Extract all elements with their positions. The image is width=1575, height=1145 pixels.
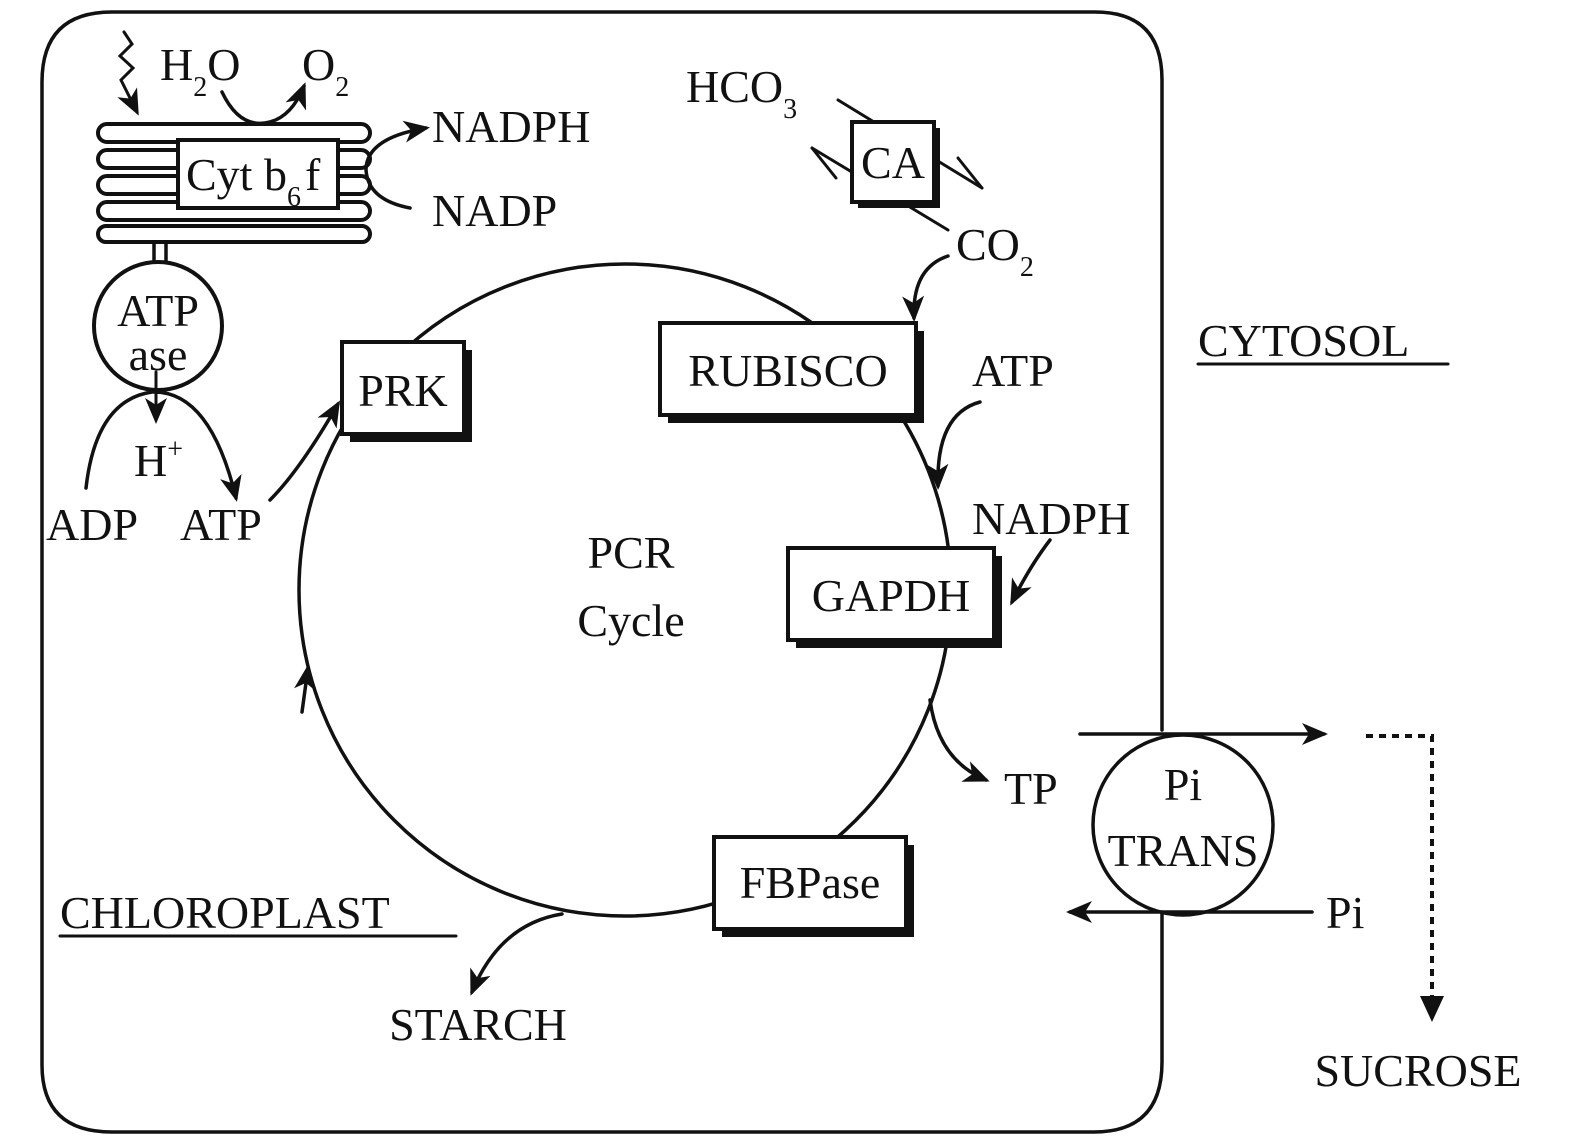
ca-arrowhead-left [810, 146, 838, 180]
cyt-b6f-label: Cyt b6f [186, 149, 321, 213]
oxygen-label: O2 [302, 39, 349, 103]
cyt-b6f-box [176, 138, 340, 210]
fbpase-label: FBPase [740, 857, 881, 908]
pi-label: Pi [1326, 887, 1364, 938]
light-arrow [117, 30, 139, 116]
adp-to-atp-arrow [84, 390, 242, 502]
atp-to-prk-arrow [268, 400, 340, 502]
co2-to-rubisco-arrow [902, 254, 950, 322]
ca-label: CA [861, 137, 925, 188]
prk-box [340, 340, 466, 436]
pi-translocator-circle [1091, 733, 1275, 917]
ca-box [850, 120, 936, 204]
pi-translocator-label-line2: TRANS [1108, 825, 1259, 876]
tp-label: TP [1004, 763, 1058, 814]
bicarbonate-label: HCO3 [686, 61, 797, 125]
pi-translocator-label-line1: Pi [1164, 759, 1202, 810]
fbpase-box [712, 835, 908, 931]
chloroplast-envelope [40, 10, 1164, 1134]
water-label: H2O [160, 39, 240, 103]
starch-arrow [470, 912, 564, 996]
nadph-label: NADPH [432, 101, 590, 152]
rubisco-box [658, 321, 918, 417]
nadph-input-label: NADPH [972, 493, 1130, 544]
co2-label: CO2 [956, 219, 1034, 283]
rubisco-label: RUBISCO [688, 345, 887, 396]
chloroplast-label: CHLOROPLAST [60, 887, 390, 938]
atpase-circle [92, 260, 224, 392]
sucrose-arrowhead [1420, 996, 1444, 1022]
pcr-cycle-label-line2: Cycle [577, 595, 684, 646]
cycle-direction-arrow [294, 664, 316, 714]
sucrose-dotted-arrow [1366, 734, 1434, 1000]
cytosol-label: CYTOSOL [1198, 315, 1409, 366]
pcr-cycle-label-line1: PCR [588, 527, 675, 578]
water-to-oxygen-arrow [220, 82, 307, 126]
atp-input-label: ATP [972, 345, 1054, 396]
nadph-input-arrow [1010, 538, 1052, 606]
prk-label: PRK [358, 365, 447, 416]
starch-label: STARCH [389, 999, 567, 1050]
gapdh-label: GAPDH [812, 570, 970, 621]
tp-export-arrow [928, 698, 990, 782]
gapdh-box [786, 546, 996, 642]
ca-arrowhead-right [956, 156, 984, 190]
sucrose-label: SUCROSE [1314, 1045, 1521, 1096]
nadp-to-nadph-arrow [364, 120, 430, 210]
adp-label: ADP [46, 499, 138, 550]
proton-label: H+ [134, 434, 183, 486]
atp-input-arrow [926, 400, 982, 490]
atp-label: ATP [180, 499, 262, 550]
nadp-label: NADP [432, 185, 557, 236]
atpase-label-line2: ase [129, 329, 188, 380]
atpase-label-line1: ATP [117, 285, 199, 336]
